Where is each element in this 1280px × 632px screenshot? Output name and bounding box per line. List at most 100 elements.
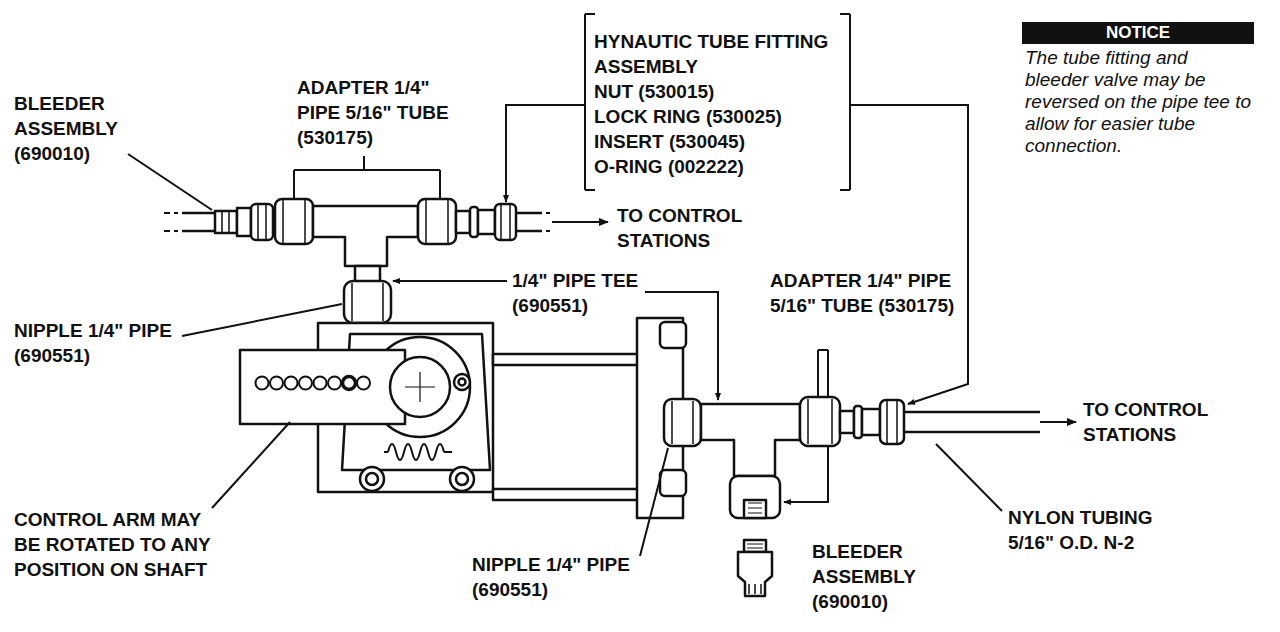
- leader-lines-part: [840, 14, 850, 190]
- top-fitting-assembly-part: [352, 283, 383, 321]
- side-fitting-assembly-part: [744, 500, 766, 518]
- actuator-block-part: [384, 451, 452, 453]
- part-label: HYNAUTIC TUBE FITTING ASSEMBLY: [594, 29, 844, 79]
- actuator-block-part-part: [285, 377, 298, 390]
- side-fitting-assembly-part: [862, 409, 880, 435]
- top-fitting-assembly-part: [552, 221, 608, 223]
- part-number: O-RING (002222): [594, 154, 844, 179]
- actuator-block-part: [660, 322, 686, 348]
- leader-lines-part: [640, 448, 668, 556]
- part-label: BLEEDER ASSEMBLY (690010): [812, 539, 938, 614]
- actuator-block-part: [390, 357, 450, 417]
- leader-lines-part: [645, 292, 718, 400]
- actuator-block-part: [405, 372, 435, 402]
- top-fitting-assembly-part: [258, 204, 266, 240]
- top-fitting-assembly-part: [501, 204, 510, 240]
- side-fitting-assembly-part: [904, 412, 1040, 432]
- top-fitting-assembly-part: [426, 200, 448, 243]
- part-label: 1/4" PIPE TEE (690551): [512, 268, 664, 318]
- actuator-block-part: [493, 489, 640, 500]
- note-label: CONTROL ARM MAY BE ROTATED TO ANY POSITI…: [14, 507, 226, 582]
- part-number: NUT (530015): [594, 79, 844, 104]
- actuator-block-part-part: [299, 377, 312, 390]
- actuator-block-part: [256, 377, 371, 390]
- actuator-block-part: [388, 444, 444, 460]
- part-label: NIPPLE 1/4" PIPE (690551): [472, 552, 650, 602]
- top-fitting-assembly-part: [344, 281, 391, 323]
- leader-lines-part: [784, 445, 828, 502]
- actuator-block-part: [366, 473, 378, 485]
- leader-lines-part: [850, 105, 968, 404]
- side-fitting-assembly-part: [887, 401, 897, 443]
- leader-lines-part: [128, 154, 212, 210]
- part-label: NIPPLE 1/4" PIPE (690551): [14, 318, 192, 368]
- side-fitting-assembly-part: [800, 397, 840, 446]
- top-fitting-assembly-part: [275, 199, 313, 244]
- top-fitting-assembly-part: [182, 213, 216, 231]
- actuator-block-part: [240, 350, 405, 424]
- actuator-block-part: [456, 473, 468, 485]
- side-fitting-assembly-part: [1040, 421, 1076, 423]
- leader-lines-part: [182, 304, 342, 336]
- direction-label: TO CONTROL STATIONS: [617, 203, 757, 253]
- top-fitting-assembly-part: [546, 213, 550, 231]
- top-fitting-assembly-part: [478, 210, 495, 234]
- actuator-block-part-part: [256, 377, 269, 390]
- side-fitting-assembly-part: [749, 584, 761, 594]
- actuator-block-part-part: [357, 377, 370, 390]
- top-fitting-assembly-part: [283, 200, 305, 243]
- part-label: ADAPTER 1/4" PIPE 5/16" TUBE (530175): [770, 268, 975, 318]
- top-fitting-assembly-part: [251, 204, 273, 240]
- notice-box: NOTICEThe tube fitting and bleeder valve…: [1022, 22, 1254, 161]
- part-label: NYLON TUBING 5/16" O.D. N-2: [1008, 505, 1168, 555]
- actuator-block-part-part: [328, 377, 341, 390]
- actuator-block-part: [493, 354, 640, 365]
- part-label: BLEEDER ASSEMBLY (690010): [14, 91, 140, 166]
- top-fitting-assembly-part: [237, 208, 251, 236]
- part-number: INSERT (530045): [594, 129, 844, 154]
- top-fitting-assembly-part: [495, 204, 516, 240]
- leader-lines: [128, 14, 1002, 556]
- top-fitting-assembly-part: [516, 213, 542, 231]
- side-fitting-assembly-part: [808, 399, 832, 444]
- side-fitting-assembly-part: [738, 552, 772, 596]
- top-fitting-assembly-part: [313, 206, 418, 266]
- actuator-block-part-part: [314, 377, 327, 390]
- side-fitting-assembly-part: [730, 476, 780, 518]
- leader-lines-part: [936, 444, 1002, 511]
- top-fitting-assembly-part: [355, 266, 380, 282]
- side-fitting-assembly-part: [747, 544, 763, 548]
- leader-lines-part: [393, 280, 507, 282]
- actuator-block-part: [450, 467, 474, 491]
- actuator-block-part-part: [343, 377, 356, 390]
- notice-heading: NOTICE: [1022, 22, 1254, 44]
- side-fitting-assembly-part: [748, 503, 762, 513]
- leader-lines-part: [585, 14, 595, 190]
- side-fitting-assembly-part: [701, 404, 800, 476]
- actuator-block-part: [660, 470, 686, 496]
- actuator-block-part: [360, 467, 384, 491]
- leader-lines-part: [212, 422, 290, 508]
- actuator-block: [240, 318, 686, 518]
- top-fitting-assembly-part: [456, 211, 470, 233]
- side-fitting-assembly-part: [664, 399, 701, 446]
- direction-label: TO CONTROL STATIONS: [1083, 397, 1223, 447]
- leader-lines-part: [294, 156, 440, 200]
- side-fitting-assembly-part: [840, 411, 854, 433]
- top-fitting-assembly-part: [215, 211, 237, 233]
- side-fitting-assembly-part: [744, 540, 766, 552]
- leader-lines-part: [818, 350, 828, 398]
- side-fitting-assembly-part: [880, 400, 904, 444]
- top-fitting-assembly-part: [164, 213, 178, 231]
- leader-lines-part: [506, 105, 585, 202]
- top-fitting-assembly-part: [222, 211, 229, 233]
- side-fitting-assembly-part: [672, 401, 693, 444]
- actuator-block-part-part: [270, 377, 283, 390]
- part-number: LOCK RING (530025): [594, 104, 844, 129]
- actuator-block-part: [459, 379, 466, 386]
- actuator-block-part: [454, 374, 470, 390]
- notice-text: The tube fitting and bleeder valve may b…: [1022, 44, 1254, 157]
- top-fitting-assembly-part: [418, 199, 456, 244]
- part-label: ADAPTER 1/4" PIPE 5/16" TUBE (530175): [297, 75, 462, 150]
